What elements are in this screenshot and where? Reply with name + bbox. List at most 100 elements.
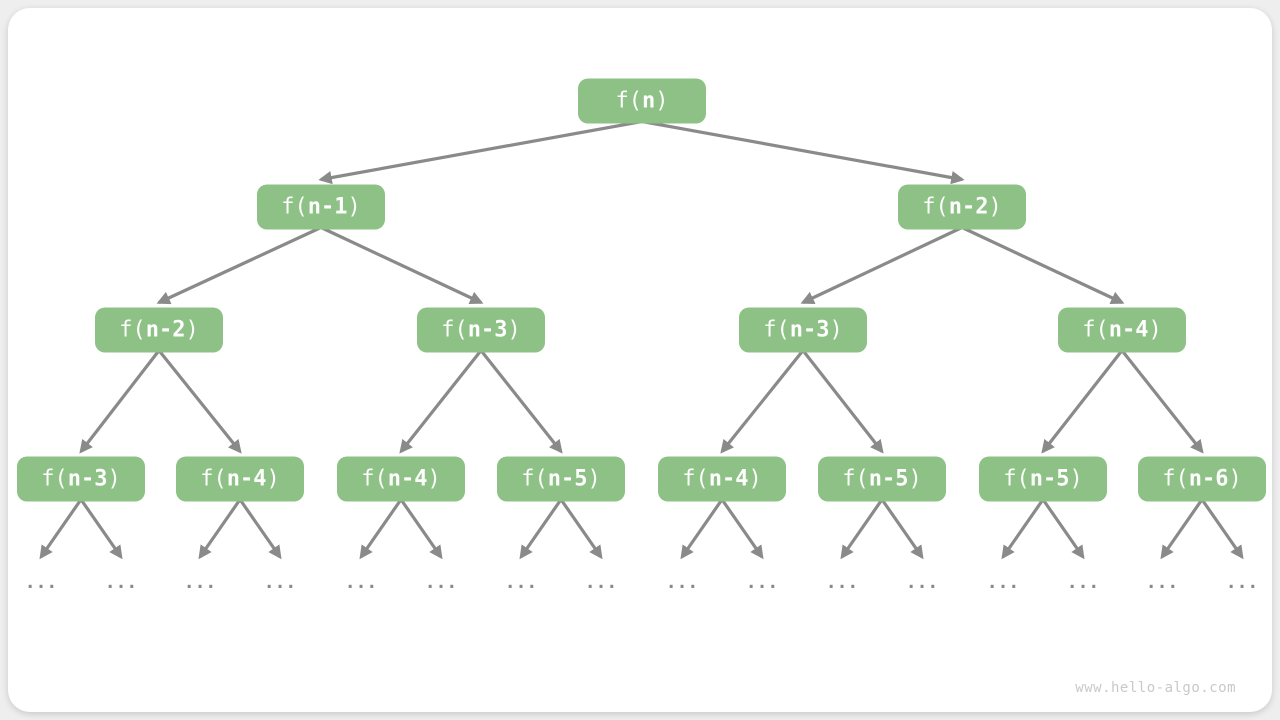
edge-arrow [359, 498, 403, 560]
edge-arrow [840, 498, 884, 560]
node-label-pre: f( [281, 194, 308, 219]
edge-arrow [79, 349, 161, 454]
edge-arrow [238, 498, 282, 560]
edge-arrow [157, 349, 242, 454]
tree-node: f(n-5) [497, 456, 625, 502]
ellipsis-leaf: ... [24, 572, 58, 593]
tree-node: f(n-6) [1138, 456, 1266, 502]
tree-node: f(n) [578, 78, 706, 124]
ellipsis-leaf: ... [504, 572, 538, 593]
node-label-post: ) [1228, 466, 1242, 491]
node-label-post: ) [1069, 466, 1083, 491]
node-label-arg: n-5 [547, 466, 588, 491]
node-label-pre: f( [842, 466, 869, 491]
watermark: www.hello-algo.com [1075, 680, 1236, 696]
tree-node: f(n-3) [739, 307, 867, 353]
node-label-arg: n-1 [307, 194, 348, 219]
edge-arrow [1120, 349, 1204, 454]
node-label-pre: f( [615, 88, 643, 113]
diagram-card [8, 8, 1272, 712]
node-label-post: ) [107, 466, 121, 491]
node-label-arg: n-5 [1029, 466, 1070, 491]
node-label-pre: f( [521, 466, 548, 491]
edge-arrow [1001, 498, 1045, 560]
node-label-post: ) [185, 317, 199, 342]
edge-arrow [198, 498, 242, 560]
edge-arrow [479, 349, 563, 454]
node-label-post: ) [266, 466, 280, 491]
node-label-arg: n-6 [1188, 466, 1229, 491]
ellipsis-leaf: ... [584, 572, 618, 593]
node-label-pre: f( [41, 466, 68, 491]
edge-arrow [1041, 498, 1085, 560]
node-label-post: ) [1148, 317, 1162, 342]
tree-node: f(n-4) [658, 456, 786, 502]
edge-arrow [720, 349, 805, 454]
edge-arrow [156, 226, 322, 305]
ellipsis-leaf: ... [183, 572, 217, 593]
node-label-pre: f( [200, 466, 227, 491]
tree-node: f(n-4) [337, 456, 465, 502]
ellipsis-leaf: ... [825, 572, 859, 593]
node-label-arg: n-5 [868, 466, 909, 491]
edge-arrow [519, 498, 563, 560]
ellipsis-leaf: ... [263, 572, 297, 593]
edge-arrow [399, 498, 443, 560]
ellipsis-leaf: ... [905, 572, 939, 593]
node-label-arg: n-4 [387, 466, 428, 491]
ellipsis-leaf: ... [1145, 572, 1179, 593]
node-label-post: ) [988, 194, 1002, 219]
edge-arrow [399, 349, 483, 454]
node-label-pre: f( [1082, 317, 1109, 342]
edge-arrow [79, 498, 123, 560]
ellipsis-leaf: ... [986, 572, 1020, 593]
node-label-pre: f( [361, 466, 388, 491]
node-label-arg: n-4 [1108, 317, 1149, 342]
node-label-post: ) [507, 317, 521, 342]
node-label-pre: f( [922, 194, 949, 219]
tree-node: f(n-3) [417, 307, 545, 353]
tree-node: f(n-2) [898, 184, 1026, 230]
ellipsis-leaf: ... [745, 572, 779, 593]
edge-arrow [559, 498, 603, 560]
node-label-arg: n-4 [226, 466, 267, 491]
node-label-post: ) [908, 466, 922, 491]
node-label-arg: n-3 [67, 466, 108, 491]
ellipsis-leaf: ... [1066, 572, 1100, 593]
node-label-arg: n-2 [948, 194, 989, 219]
node-label-arg: n-3 [789, 317, 830, 342]
ellipsis-leaf: ... [424, 572, 458, 593]
ellipsis-leaf: ... [344, 572, 378, 593]
edge-arrow [961, 226, 1125, 305]
node-label-post: ) [587, 466, 601, 491]
edge-arrow [641, 119, 965, 185]
edge-arrow [1200, 498, 1244, 560]
edge-arrow [720, 498, 764, 560]
edge-arrow [1160, 498, 1204, 560]
edge-arrow [880, 498, 924, 560]
node-label-post: ) [655, 88, 669, 113]
ellipsis-leaf: ... [665, 572, 699, 593]
node-label-pre: f( [1003, 466, 1030, 491]
node-label-arg: n-3 [467, 317, 508, 342]
edge-arrow [680, 498, 724, 560]
tree-node: f(n-5) [979, 456, 1107, 502]
edge-arrow [320, 226, 484, 305]
ellipsis-leaf: ... [1225, 572, 1259, 593]
node-label-pre: f( [682, 466, 709, 491]
edge-arrow [801, 349, 884, 454]
node-label-pre: f( [441, 317, 468, 342]
edge-arrow [39, 498, 83, 560]
node-label-post: ) [427, 466, 441, 491]
ellipsis-leaf: ... [104, 572, 138, 593]
edge-arrow [800, 226, 963, 304]
tree-node: f(n-2) [95, 307, 223, 353]
node-label-pre: f( [119, 317, 146, 342]
edge-arrow [1041, 349, 1124, 454]
node-label-arg: n-4 [708, 466, 749, 491]
tree-node: f(n-4) [176, 456, 304, 502]
node-label-pre: f( [763, 317, 790, 342]
tree-node: f(n-5) [818, 456, 946, 502]
